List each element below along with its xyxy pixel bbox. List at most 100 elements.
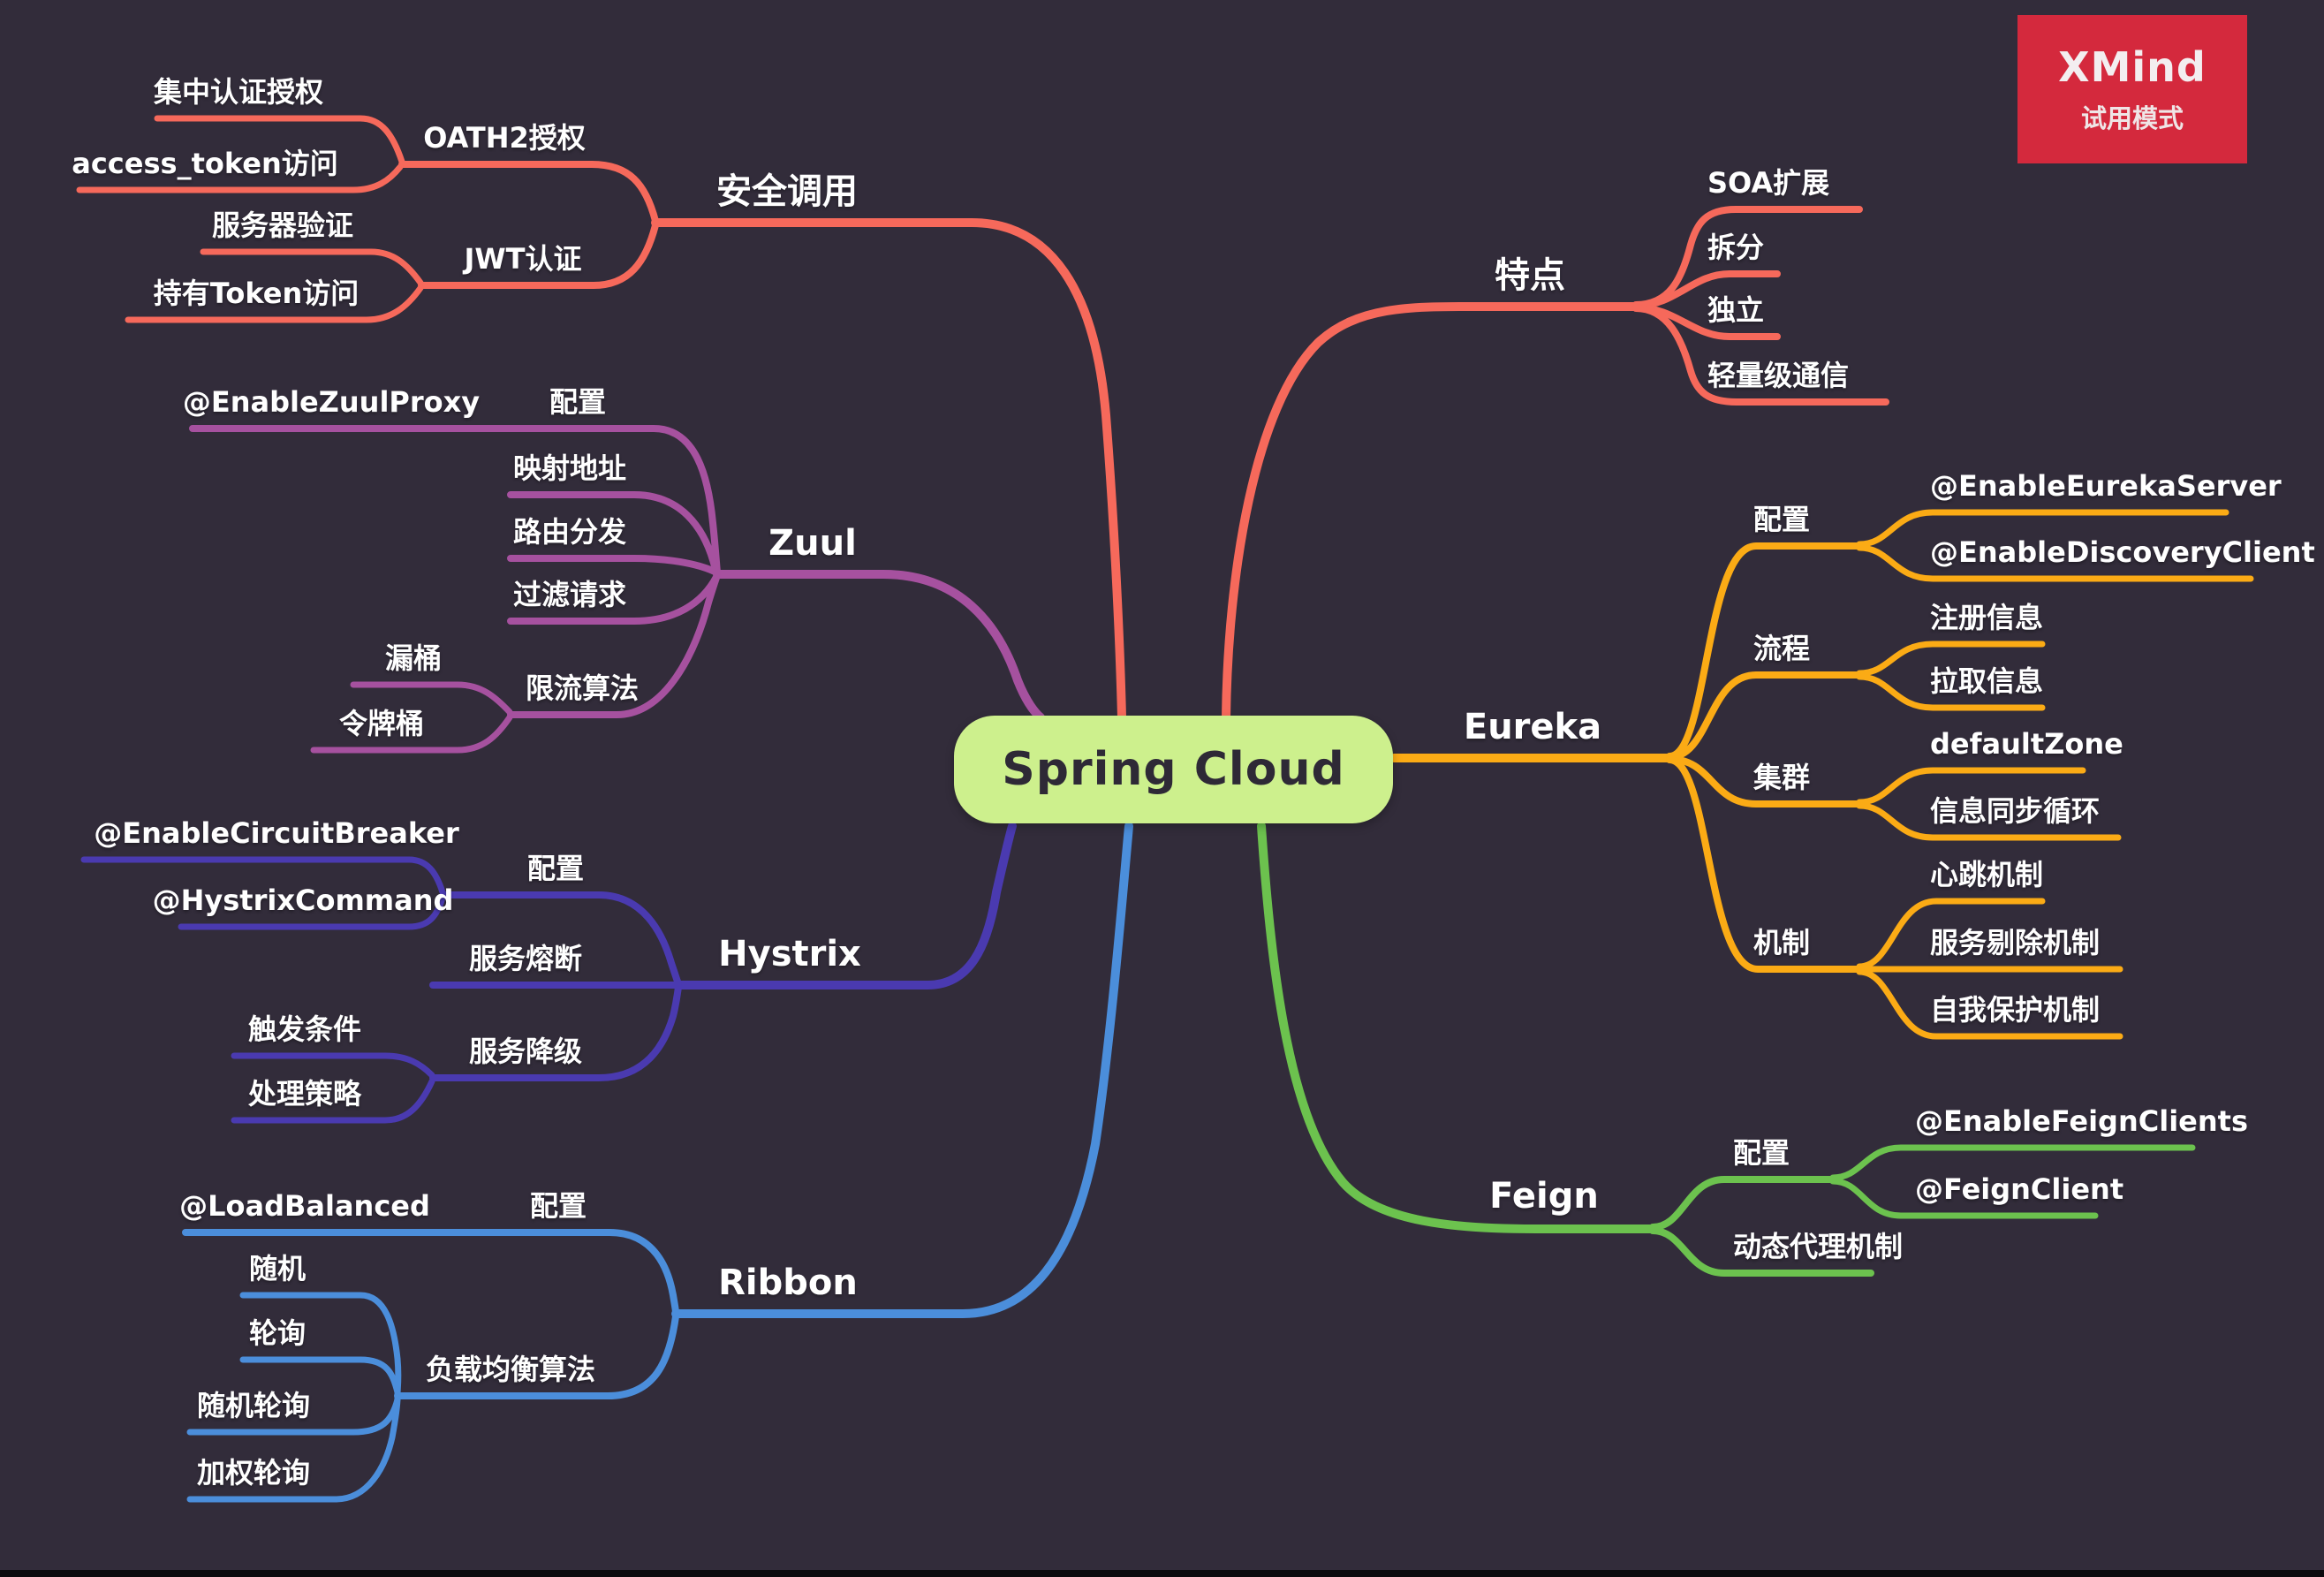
topic-feign-client[interactable]: @FeignClient [1915,1172,2124,1206]
topic-feign[interactable]: Feign [1489,1176,1599,1217]
topic-zuul-config[interactable]: 配置 [549,385,607,419]
topic-token-bucket[interactable]: 令牌桶 [338,707,425,740]
topic-eureka-flow[interactable]: 流程 [1753,632,1811,665]
branch-line-trigger [231,1052,435,1079]
topic-dynamic-proxy[interactable]: 动态代理机制 [1733,1230,1904,1263]
topic-eviction-mechanism[interactable]: 服务剔除机制 [1930,926,2101,959]
topic-zuul[interactable]: Zuul [768,523,857,564]
topic-pull-info[interactable]: 拉取信息 [1930,664,2044,698]
topic-server-verify[interactable]: 服务器验证 [211,208,354,242]
topic-enable-discovery-client[interactable]: @EnableDiscoveryClient [1930,535,2315,569]
topic-eureka[interactable]: Eureka [1463,707,1602,747]
branch-line-round-robin [239,1356,401,1396]
topic-hystrix-config[interactable]: 配置 [526,852,585,885]
topic-feign-config[interactable]: 配置 [1733,1136,1790,1170]
branch-line-ribbon-config [182,1229,679,1316]
branch-line-hystrix-main [674,822,1017,989]
branch-line-feign-config [1649,1176,1836,1231]
root-topic[interactable]: Spring Cloud [954,716,1393,823]
xmind-trial-badge[interactable]: XMind 试用模式 [2017,15,2247,163]
topic-independent[interactable]: 独立 [1707,293,1765,327]
branch-line-oauth [398,161,659,224]
topic-enable-zuul-proxy[interactable]: @EnableZuulProxy [182,385,481,419]
branch-line-enable-discovery-client [1856,544,2254,582]
topic-security-call[interactable]: 安全调用 [716,171,858,212]
topic-service-fusing[interactable]: 服务熔断 [468,942,583,975]
topic-random-round-robin[interactable]: 随机轮询 [196,1389,311,1422]
topic-load-balanced[interactable]: @LoadBalanced [179,1189,430,1223]
xmind-logo-text: XMind [2058,43,2207,91]
branch-line-feign-client [1829,1178,2099,1219]
topic-weighted-round-robin[interactable]: 加权轮询 [196,1456,311,1490]
topic-self-protect-mechanism[interactable]: 自我保护机制 [1930,993,2101,1027]
topic-rate-limit-algorithm[interactable]: 限流算法 [525,671,640,705]
branch-line-route [507,555,720,576]
topic-enable-eureka-server[interactable]: @EnableEurekaServer [1930,469,2282,503]
topic-mapping-address[interactable]: 映射地址 [512,451,627,485]
branch-line-zuul-config [189,425,721,576]
topic-access-token[interactable]: access_token访问 [72,147,338,180]
topic-leaky-bucket[interactable]: 漏桶 [384,641,443,675]
topic-hystrix-command[interactable]: @HystrixCommand [152,883,454,917]
branch-line-eureka-flow [1666,671,1863,761]
topic-filter-request[interactable]: 过滤请求 [512,578,627,611]
topic-eureka-config[interactable]: 配置 [1753,503,1811,536]
branch-line-leaky-bucket [350,681,513,716]
topic-eureka-mechanism[interactable]: 机制 [1753,926,1811,959]
topic-oauth2-auth[interactable]: OATH2授权 [423,121,586,155]
topic-random[interactable]: 随机 [248,1252,307,1285]
topic-sync-loop[interactable]: 信息同步循环 [1930,794,2101,828]
branch-line-heartbeat [1856,898,2046,970]
branch-line-zuul-main [713,570,1045,722]
branch-line-hystrix-command [178,894,446,930]
branch-line-lb-algorithm [394,1313,679,1399]
topic-ribbon[interactable]: Ribbon [718,1262,858,1303]
topic-central-auth[interactable]: 集中认证授权 [153,75,324,109]
branch-line-limit [507,572,721,718]
branch-line-enable-circuit-breaker [80,856,446,896]
topic-hystrix[interactable]: Hystrix [718,934,861,974]
topic-hold-token[interactable]: 持有Token访问 [153,277,360,310]
topic-route-dispatch[interactable]: 路由分发 [512,515,627,549]
topic-soa-extend[interactable]: SOA扩展 [1707,166,1830,200]
branch-line-split [1632,270,1781,309]
topic-heartbeat-mechanism[interactable]: 心跳机制 [1930,858,2044,891]
branch-line-features-main [1222,302,1640,722]
branch-line-eureka-config [1666,542,1863,760]
topic-round-robin[interactable]: 轮询 [248,1316,307,1350]
branch-line-hystrix-config [440,891,682,988]
topic-enable-circuit-breaker[interactable]: @EnableCircuitBreaker [94,816,459,850]
branch-line-eureka-mechanism [1666,756,1863,973]
topic-features[interactable]: 特点 [1495,255,1565,296]
trial-mode-text: 试用模式 [2080,103,2184,133]
branch-line-strategy [231,1078,435,1124]
topic-load-balance-algorithm[interactable]: 负载均衡算法 [425,1353,596,1386]
branch-line-server-verify [200,248,424,286]
branch-line-hold-token [125,284,424,323]
branch-line-enable-feign-clients [1829,1144,2196,1181]
branch-line-central-auth [154,115,405,165]
topic-register-info[interactable]: 注册信息 [1930,601,2044,634]
branch-line-eureka-cluster [1666,755,1863,807]
topic-jwt-auth[interactable]: JWT认证 [464,242,582,276]
branch-line-self-protect [1856,968,2123,1040]
branch-line-pull-info [1856,673,2046,711]
topic-lightweight-communication[interactable]: 轻量级通信 [1707,359,1850,392]
topic-ribbon-config[interactable]: 配置 [529,1189,587,1223]
topic-enable-feign-clients[interactable]: @EnableFeignClients [1915,1104,2248,1138]
branch-line-token-bucket [310,714,513,754]
branch-line-default-zone [1856,767,2086,806]
topic-service-degrade[interactable]: 服务降级 [468,1035,583,1068]
branch-line-access-token [76,163,404,193]
branch-line-register-info [1856,641,2046,677]
branch-line-degrade [429,983,682,1081]
topic-eureka-cluster[interactable]: 集群 [1753,761,1811,794]
topic-default-zone[interactable]: defaultZone [1930,727,2123,761]
topic-trigger-condition[interactable]: 触发条件 [247,1012,362,1046]
topic-handle-strategy[interactable]: 处理策略 [247,1077,362,1111]
topic-split[interactable]: 拆分 [1707,231,1765,264]
branch-line-jwt [418,222,659,289]
branch-line-lightweight [1632,305,1889,406]
